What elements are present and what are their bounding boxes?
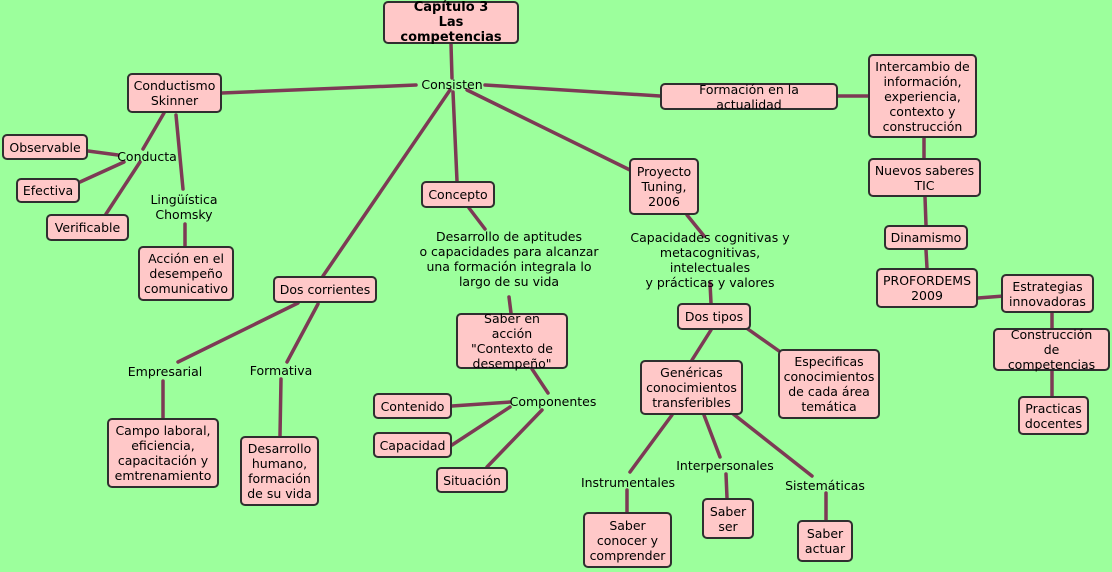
dos-tipos-node: Dos tipos: [677, 303, 751, 330]
observable-node: Observable: [2, 134, 88, 160]
link: [176, 301, 300, 364]
profordems-node: PROFORDEMS 2009: [876, 268, 978, 308]
nuevos-saberes-node: Nuevos saberes TIC: [868, 158, 981, 197]
link: [685, 213, 706, 238]
link: [507, 295, 513, 315]
link: [743, 325, 781, 353]
formativa-label: Formativa: [249, 362, 313, 378]
link: [104, 160, 142, 216]
saber-conocer-node: Saber conocer y comprender: [583, 512, 672, 568]
interpersonales-label: Interpersonales: [676, 457, 774, 473]
link: [450, 405, 512, 447]
desarrollo-aptitudes-label: Desarrollo de aptitudes o capacidades pa…: [419, 229, 599, 289]
practicas-node: Practicas docentes: [1018, 396, 1089, 435]
link: [923, 195, 928, 227]
link: [465, 88, 632, 172]
conducta-label: Conducta: [117, 148, 177, 164]
instrumentales-label: Instrumentales: [580, 474, 676, 490]
link: [285, 302, 320, 364]
dinamismo-node: Dinamismo: [884, 225, 968, 250]
concepto-node: Concepto: [421, 181, 495, 208]
especificas-node: Especificas conocimientos de cada área t…: [778, 349, 880, 419]
link: [467, 206, 487, 231]
link: [690, 328, 713, 362]
tuning-node: Proyecto Tuning, 2006: [629, 158, 699, 215]
componentes-label: Componentes: [509, 393, 597, 409]
link: [924, 248, 929, 270]
verificable-node: Verificable: [46, 214, 129, 241]
construccion-node: Construcción de competencias: [993, 327, 1110, 372]
link: [483, 83, 662, 98]
saber-actuar-node: Saber actuar: [797, 520, 853, 562]
accion-node: Acción en el desempeño comunicativo: [138, 246, 234, 301]
title-node: Capítulo 3 Las competencias: [383, 0, 519, 45]
contenido-node: Contenido: [373, 393, 452, 419]
link: [278, 377, 283, 438]
capacidad-node: Capacidad: [373, 432, 452, 458]
desarrollo-humano-node: Desarrollo humano, formación de su vida: [240, 436, 319, 506]
genericas-node: Genéricas conocimientos transferibles: [640, 360, 743, 415]
formacion-actualidad-node: Formación en la actualidad: [660, 82, 838, 112]
link: [86, 149, 120, 157]
link: [976, 294, 1006, 300]
capacidades-cognitivas-label: Capacidades cognitivas y metacognitivas,…: [630, 229, 790, 290]
link: [78, 160, 126, 184]
link: [451, 90, 459, 183]
efectiva-node: Efectiva: [16, 178, 80, 203]
situacion-node: Situación: [436, 467, 508, 493]
conductismo-node: Conductismo Skinner: [127, 73, 222, 113]
link: [449, 42, 454, 80]
link: [321, 88, 452, 278]
dos-corrientes-node: Dos corrientes: [273, 276, 377, 303]
link: [141, 111, 166, 151]
link: [702, 413, 722, 459]
saber-ser-node: Saber ser: [702, 498, 754, 539]
consisten-label: Consisten: [421, 76, 483, 92]
linguistica-label: Lingüística Chomsky: [150, 192, 218, 222]
link: [220, 83, 418, 95]
link: [530, 367, 550, 395]
link: [450, 400, 512, 408]
intercambio-node: Intercambio de información, experiencia,…: [868, 54, 977, 138]
link: [485, 408, 544, 469]
link: [174, 113, 185, 191]
empresarial-label: Empresarial: [127, 363, 203, 379]
link: [724, 472, 729, 500]
estrategias-node: Estrategias innovadoras: [1001, 274, 1094, 313]
link: [628, 413, 674, 474]
sistematicas-label: Sistemáticas: [785, 477, 865, 493]
campo-laboral-node: Campo laboral, eficiencia, capacitación …: [107, 418, 219, 488]
saber-accion-node: Saber en acción "Contexto de desempeño": [456, 311, 568, 371]
link: [708, 281, 713, 305]
link: [730, 411, 814, 478]
